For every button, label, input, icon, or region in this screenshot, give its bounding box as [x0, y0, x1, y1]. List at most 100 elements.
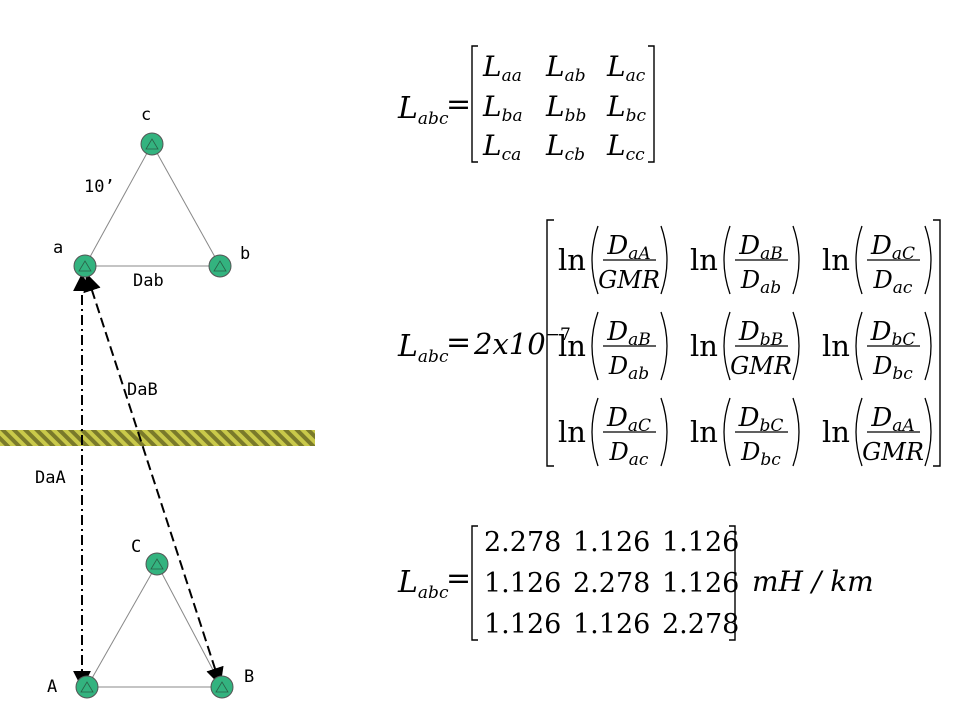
- conductor-diagram: c 10’ a b Dab DaB DaA C A B: [0, 105, 315, 699]
- eq1-cell-0-2: Lac: [606, 50, 646, 86]
- eq1-right-bracket: [648, 45, 655, 163]
- denominator: Dac: [609, 438, 649, 470]
- left-paren: [723, 311, 731, 381]
- eq3-cell-2-1: 1.126: [573, 609, 650, 640]
- eq1-cell-2-0: Lca: [482, 129, 521, 165]
- edge-a-c: [84, 143, 153, 267]
- triangle-icon: [215, 681, 229, 693]
- conductor-circle: [140, 132, 164, 156]
- label-B: B: [244, 667, 254, 687]
- eq1-cell-1-0: Lba: [482, 90, 523, 126]
- eq1-lhs: Labc: [397, 91, 449, 129]
- label-a: a: [53, 238, 63, 258]
- denominator: GMR: [598, 266, 660, 294]
- eq1-cell-2-1: Lcb: [545, 129, 585, 165]
- eq1-cell-0-0: Laa: [482, 50, 522, 86]
- eq3-right-bracket: [729, 525, 736, 641]
- ln-operator: ln: [822, 329, 850, 363]
- left-paren: [855, 311, 863, 381]
- left-paren: [723, 397, 731, 467]
- equation-numeric-matrix: Labc = 2.278 1.126 1.126 1.126 2.278 1.1…: [397, 525, 874, 641]
- label-C: C: [131, 537, 141, 557]
- eq3-cell-0-0: 2.278: [484, 527, 561, 558]
- right-paren: [924, 397, 932, 467]
- eq3-cell-1-0: 1.126: [484, 568, 561, 599]
- numerator: DaC: [870, 231, 915, 264]
- eq3-cell-1-1: 2.278: [573, 568, 650, 599]
- ln-operator: ln: [822, 243, 850, 277]
- conductor-circle: [73, 254, 97, 278]
- eq3-cell-0-1: 1.126: [573, 527, 650, 558]
- conductor-circle: [210, 675, 234, 699]
- right-paren: [660, 397, 668, 467]
- ln-operator: ln: [690, 329, 718, 363]
- left-paren: [591, 397, 599, 467]
- edge-c-b: [151, 143, 221, 267]
- equation-symbolic-matrix: Labc = Laa Lab Lac Lba Lbb Lbc Lca Lcb L…: [397, 45, 655, 165]
- numerator: DaA: [606, 231, 650, 264]
- left-paren: [723, 225, 731, 295]
- edge-C-B: [156, 563, 223, 688]
- triangle-icon: [150, 558, 164, 570]
- eq1-cell-1-2: Lbc: [606, 90, 646, 126]
- denominator: Dbc: [872, 352, 913, 384]
- conductor-circle: [75, 675, 99, 699]
- denominator: Dab: [608, 352, 649, 384]
- ln-operator: ln: [690, 243, 718, 277]
- denominator: Dac: [873, 266, 913, 298]
- triangle-icon: [145, 138, 159, 150]
- ln-operator: ln: [690, 415, 718, 449]
- triangle-icon: [213, 260, 227, 272]
- eq3-left-bracket: [471, 525, 478, 641]
- left-paren: [591, 225, 599, 295]
- eq2-equals: =: [446, 325, 471, 360]
- left-paren: [855, 225, 863, 295]
- eq3-cell-2-2: 2.278: [662, 609, 739, 640]
- numerator: DbC: [738, 403, 784, 436]
- label-daA: DaA: [35, 468, 66, 488]
- denominator: GMR: [730, 352, 792, 380]
- eq2-right-bracket: [933, 219, 941, 467]
- right-paren: [792, 397, 800, 467]
- numerator: DaC: [606, 403, 651, 436]
- conductor-c: [140, 132, 164, 156]
- right-paren: [924, 225, 932, 295]
- numerator: DbC: [870, 317, 916, 350]
- eq1-left-bracket: [471, 45, 478, 163]
- numerator: DaA: [870, 403, 914, 436]
- label-dab: Dab: [133, 271, 164, 291]
- right-paren: [792, 311, 800, 381]
- ln-operator: ln: [558, 415, 586, 449]
- right-paren: [660, 311, 668, 381]
- denominator: GMR: [862, 438, 924, 466]
- distance-daB-line: [83, 273, 224, 686]
- right-paren: [660, 225, 668, 295]
- conductor-C: [145, 552, 169, 576]
- eq2-lhs: Labc: [397, 329, 449, 367]
- left-paren: [855, 397, 863, 467]
- upper-triangle: [84, 143, 221, 267]
- eq1-equals: =: [446, 87, 471, 122]
- eq2-coefficient: 2x10−7: [473, 325, 571, 361]
- conductor-circle: [145, 552, 169, 576]
- conductor-circle: [208, 254, 232, 278]
- ln-operator: ln: [558, 329, 586, 363]
- eq2-left-bracket: [546, 219, 554, 467]
- eq3-cell-1-2: 1.126: [662, 568, 739, 599]
- label-c: c: [141, 105, 151, 125]
- left-paren: [591, 311, 599, 381]
- ground-plane: [0, 430, 315, 446]
- eq3-lhs: Labc: [397, 565, 449, 603]
- ln-operator: ln: [558, 243, 586, 277]
- conductor-b: [208, 254, 232, 278]
- numerator: DbB: [738, 317, 783, 350]
